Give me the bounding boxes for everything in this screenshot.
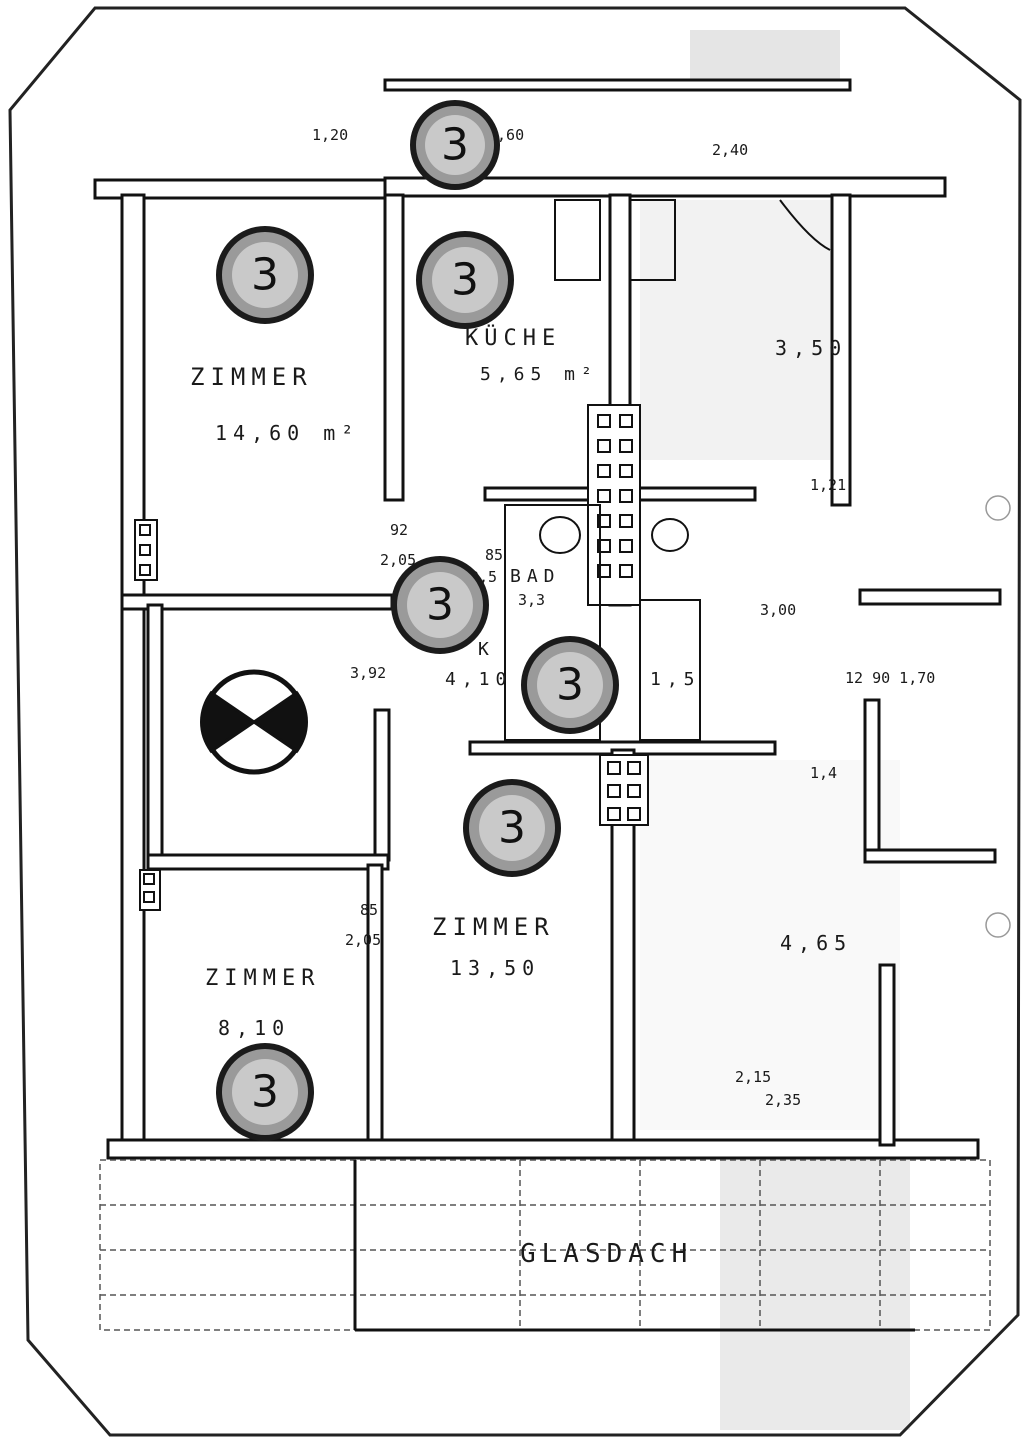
dim-215: 2,15 — [735, 1068, 771, 1086]
dim-235: 2,35 — [765, 1091, 801, 1109]
room-right-top-area: 3,50 — [775, 336, 847, 360]
punch-holes — [985, 495, 1011, 938]
room-kueche-name: KÜCHE — [465, 325, 561, 351]
marker-circle: 3 — [216, 1043, 314, 1141]
room-zimmer-mid-area: 13,50 — [450, 956, 540, 980]
marker-number: 3 — [441, 120, 469, 171]
bath-fixtures — [504, 504, 701, 741]
dim-120: 1,20 — [312, 126, 348, 144]
marker-circle: 3 — [521, 636, 619, 734]
room-flur-name: K — [478, 639, 495, 660]
marker-circle: 3 — [391, 556, 489, 654]
dim-92: 92 — [390, 521, 408, 539]
room-right-bottom-area: 4,65 — [780, 931, 852, 955]
markers: 3 3 3 3 3 3 3 — [216, 100, 619, 1141]
room-zimmer-top-area: 14,60 m² — [215, 421, 359, 445]
glasdach-grid — [99, 1159, 991, 1332]
room-bad-area: 3,3 — [518, 591, 545, 609]
marker-number: 3 — [426, 580, 454, 631]
walls — [93, 78, 1002, 1160]
marker-circle: 3 — [416, 231, 514, 329]
room-bad-name: BAD — [510, 566, 561, 587]
room-kueche-area: 5,65 m² — [480, 364, 598, 385]
marker-number: 3 — [251, 250, 279, 301]
boiler-symbol — [200, 669, 308, 775]
marker-circle: 3 — [216, 226, 314, 324]
dim-14: 1,4 — [810, 764, 837, 782]
room-flur-area: 4,10 — [445, 669, 512, 690]
dimension-labels: 1,20 2,60 2,40 1,21 92 2,05 85 2,5 3,00 … — [312, 126, 935, 1109]
dim-300: 3,00 — [760, 601, 796, 619]
marker-circle: 3 — [463, 779, 561, 877]
room-zimmer-top-name: ZIMMER — [190, 363, 313, 391]
marker-number: 3 — [451, 255, 479, 306]
dim-85a: 85 — [485, 546, 503, 564]
dim-85b: 85 — [360, 901, 378, 919]
dim-205a: 2,05 — [380, 551, 416, 569]
dim-205b: 2,05 — [345, 931, 381, 949]
marker-number: 3 — [498, 803, 526, 854]
marker-circle: 3 — [410, 100, 500, 190]
dim-121: 1,21 — [810, 476, 846, 494]
room-zimmer-bottom-area: 8,10 — [218, 1016, 290, 1040]
dim-392: 3,92 — [350, 664, 386, 682]
room-labels: ZIMMER 14,60 m² KÜCHE 5,65 m² 3,50 BAD 3… — [190, 325, 852, 1269]
chimney-blocks — [134, 404, 649, 911]
marker-number: 3 — [556, 660, 584, 711]
room-zimmer-bottom-name: ZIMMER — [205, 966, 320, 991]
room-zimmer-mid-name: ZIMMER — [432, 913, 555, 941]
dim-1210: 12 90 1,70 — [845, 669, 935, 687]
room-glasdach-name: GLASDACH — [520, 1239, 693, 1269]
dim-240: 2,40 — [712, 141, 748, 159]
kitchen-fixtures — [554, 199, 831, 281]
marker-number: 3 — [251, 1067, 279, 1118]
room-wc-area: 1,5 — [650, 669, 701, 690]
